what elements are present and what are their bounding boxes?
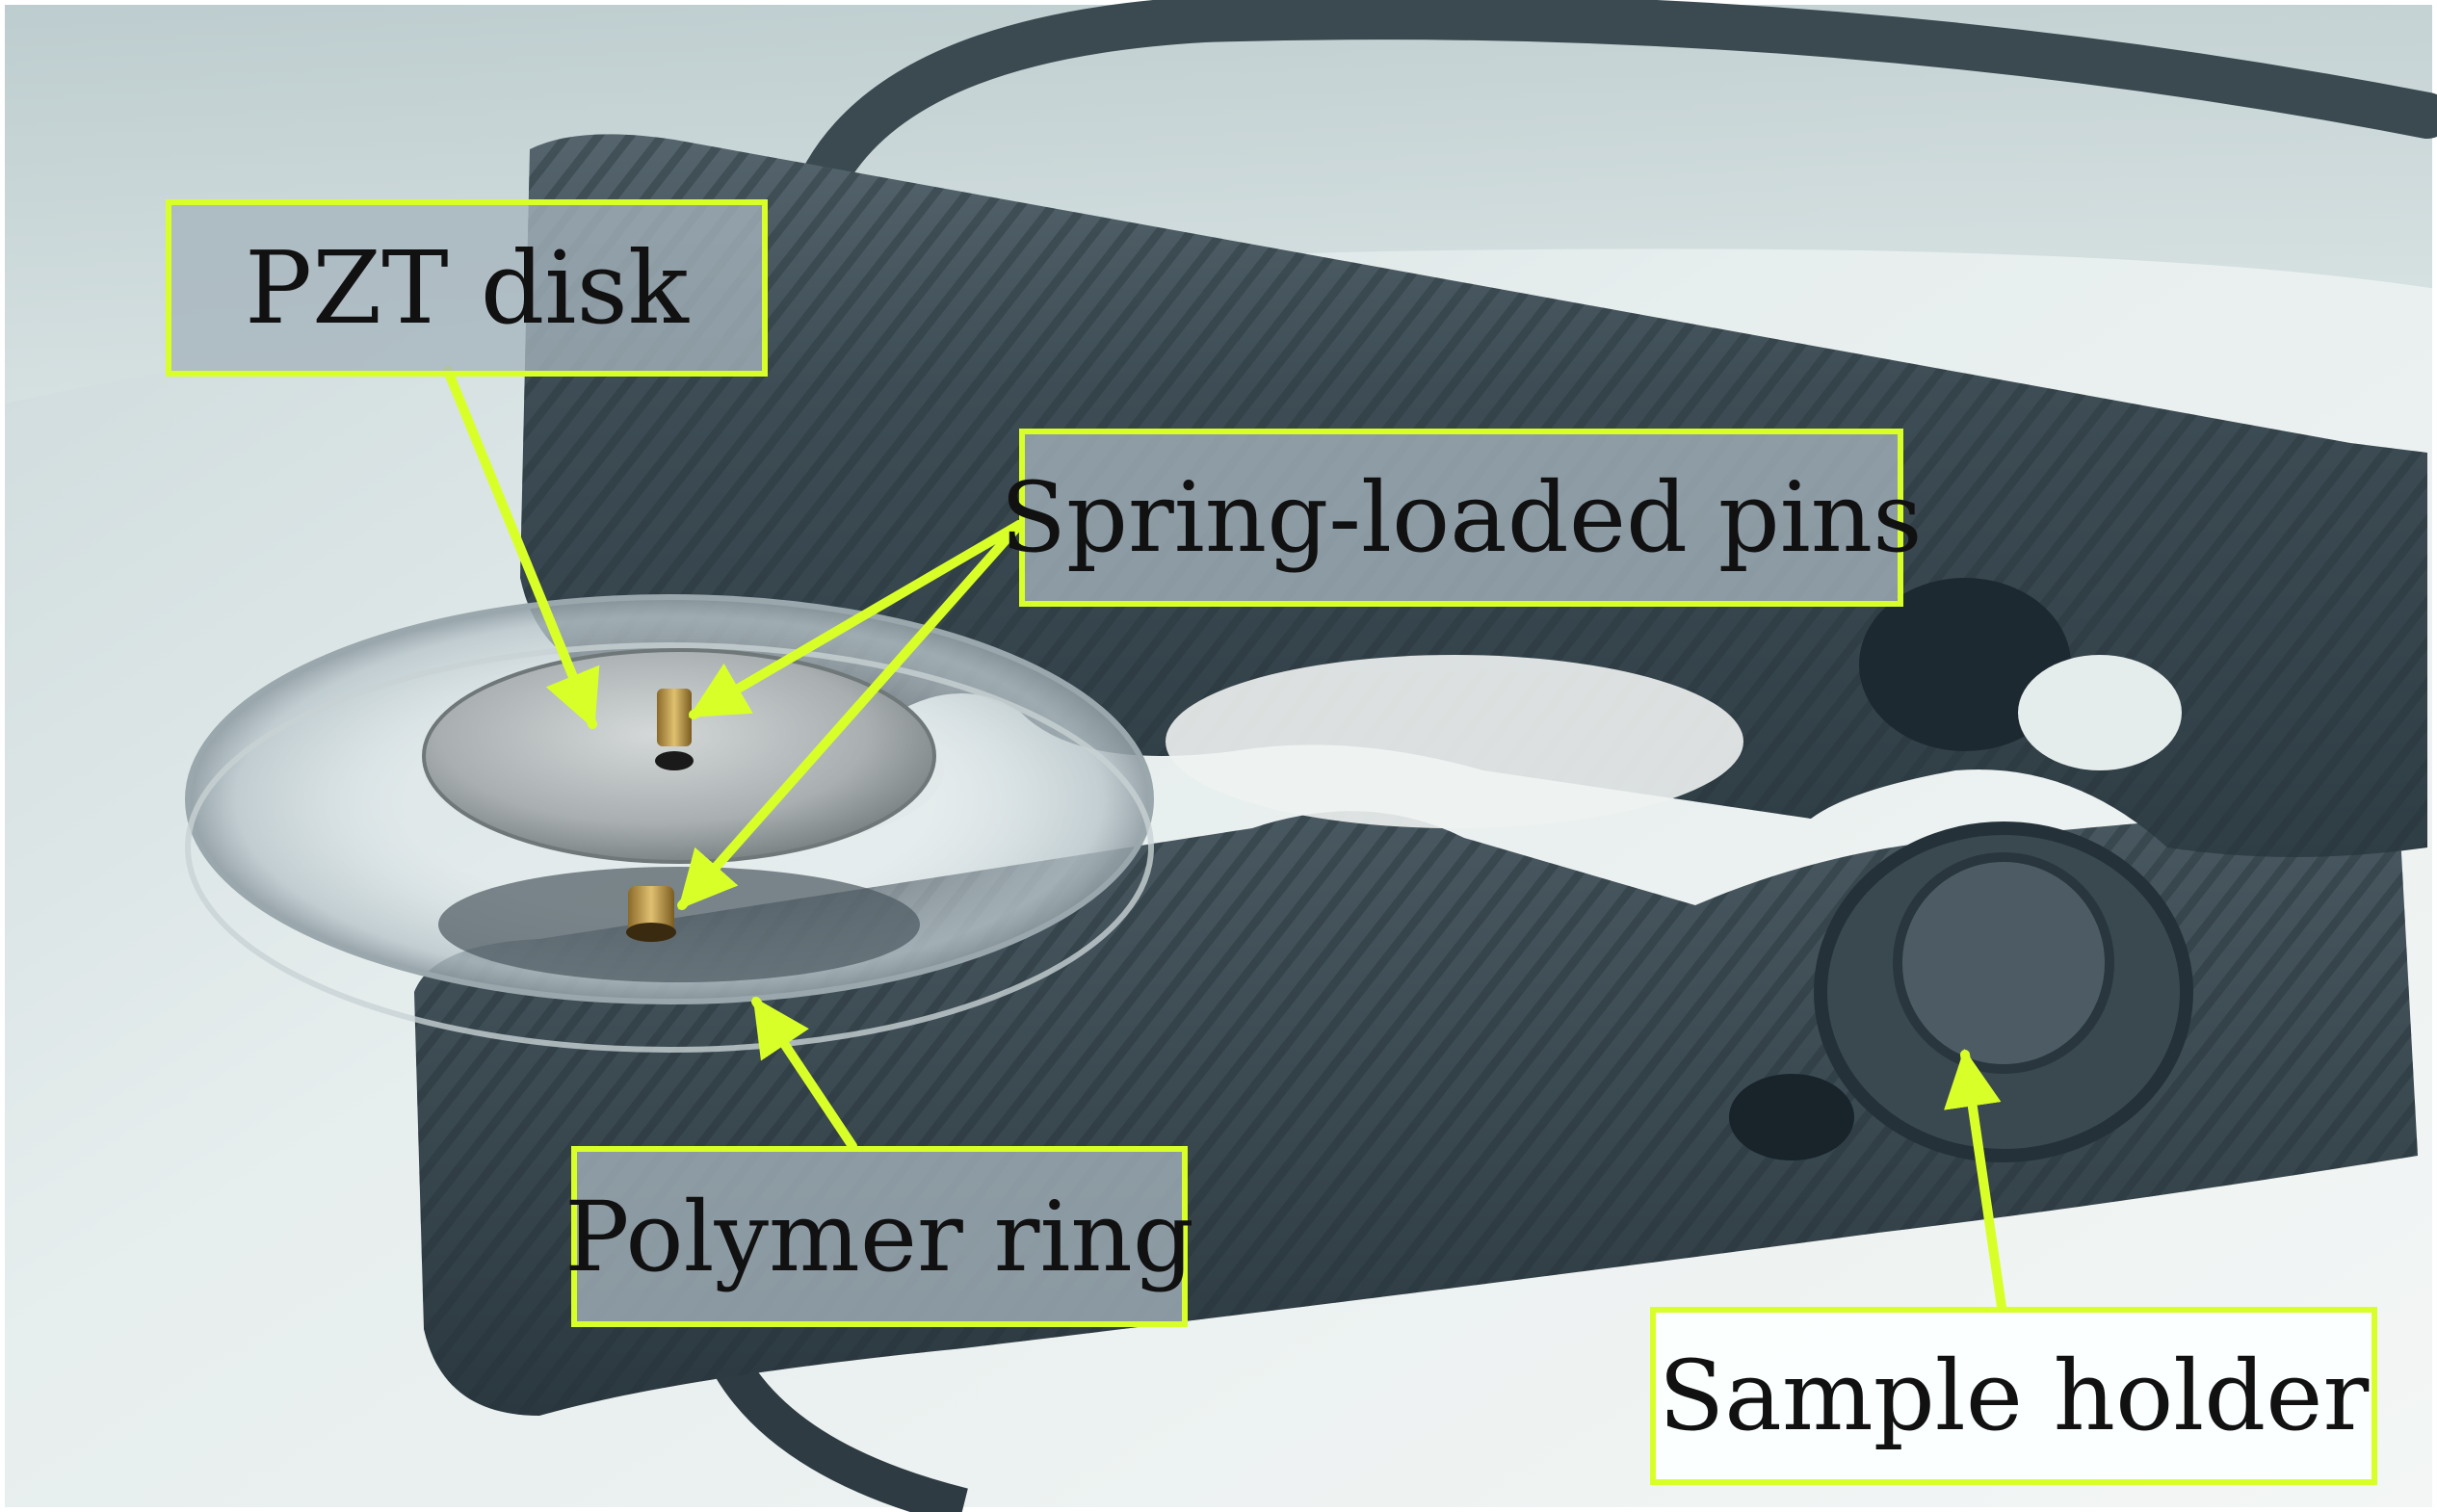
polymer-ring-label: Polymer ring: [564, 1146, 1194, 1327]
spring-loaded-pins-label: Spring-loaded pins: [1000, 429, 1923, 607]
pzt-disk-label: PZT disk: [166, 199, 768, 377]
sample-holder-label: Sample holder: [1650, 1307, 2377, 1485]
